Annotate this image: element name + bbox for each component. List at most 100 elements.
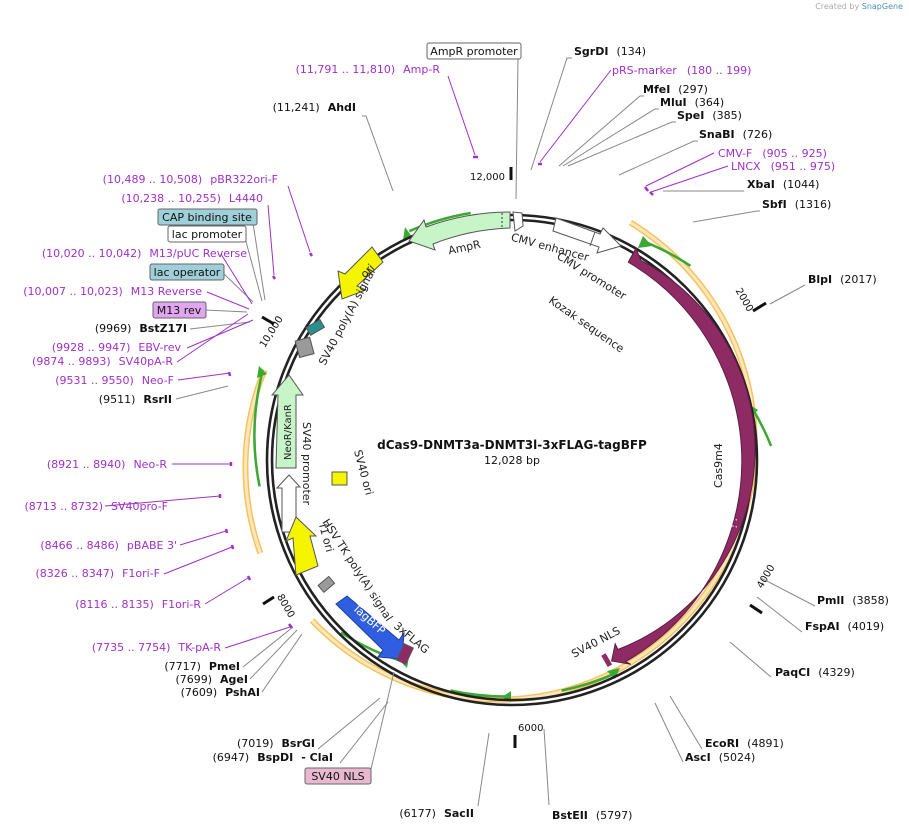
lac-operator-label: lac operator (154, 266, 221, 279)
leader-pmli (760, 577, 816, 607)
leader-bsrgi (317, 697, 381, 750)
tick-label: 6000 (518, 723, 543, 734)
neor-kanr-feature (270, 374, 304, 469)
leader-bstz17i (189, 321, 251, 330)
primer-amp-r: (11,791 .. 11,810)Amp-R (296, 63, 441, 76)
primer-sv40pa-r: (9874 .. 9893)SV40pA-R (32, 355, 173, 368)
leader-sv40pro-f (104, 495, 221, 507)
enzyme-fspai: FspAI(4019) (805, 620, 884, 633)
leader-f1ori-f (163, 546, 233, 575)
ampr-promoter-label: AmpR promoter (430, 45, 518, 58)
credit-brand: SnapGene (861, 2, 903, 11)
orf-arrow (253, 369, 265, 487)
primer-marker (649, 191, 654, 196)
leader-amp-r (447, 75, 476, 156)
primer-prs-marker: pRS-marker(180 .. 199) (612, 64, 751, 77)
tick-marks (261, 167, 767, 748)
tick-10000 (261, 315, 275, 326)
ampr-promoter-feature (512, 211, 524, 232)
feature-label-ampr: AmpR (447, 238, 482, 258)
sv40-polya-feature (294, 336, 315, 359)
enzyme-spei: SpeI(385) (677, 109, 742, 122)
primer-labels: (11,791 .. 11,810)Amp-R pRS-marker(180 .… (23, 63, 835, 654)
f1-ori-feature (285, 516, 319, 576)
leader-ebv-rev (186, 319, 254, 349)
primer-ebv-rev: (9928 .. 9947)EBV-rev (52, 341, 182, 354)
primer-marker (230, 544, 235, 550)
ampr-promoter-box (426, 42, 522, 60)
leader-sgrdi (530, 57, 572, 171)
primer-lncx: LNCX(951 .. 975) (731, 160, 835, 173)
primer-l4440: (10,238 .. 10,255)L4440 (121, 192, 263, 205)
leader-mlui (562, 108, 659, 167)
3xflag-feature (396, 643, 414, 665)
orf-band-neo-inner (243, 369, 266, 554)
leader-l4440 (267, 204, 275, 276)
leader-ecori (669, 695, 703, 750)
enzyme-pmli: PmlI(3858) (817, 594, 889, 607)
enzyme-mfei: MfeI(297) (643, 83, 708, 96)
primer-marker (246, 575, 252, 581)
enzyme-blpi: BlpI(2017) (808, 273, 877, 286)
enzyme-sbfi: SbfI(1316) (762, 198, 831, 211)
enzyme-leaders (175, 57, 816, 807)
leader-agei (249, 629, 298, 680)
leader-ampr-promoter (515, 57, 519, 200)
lac-operator-box (149, 263, 225, 281)
leader-sacii (477, 732, 490, 807)
primer-neo-f: (9531 .. 9550)Neo-F (55, 374, 174, 387)
hsv-tk-polya-feature (317, 575, 336, 594)
leader-m13-reverse (206, 291, 250, 310)
primer-marker (271, 275, 277, 280)
primer-f1ori-f: (8326 .. 8347)F1ori-F (36, 567, 161, 580)
enzyme-bsteii: BstEII(5797) (552, 809, 632, 822)
leader-mfei (558, 95, 644, 167)
leader-lac-promoter (243, 233, 263, 302)
primer-m13-puc-reverse: (10,020 .. 10,042)M13/pUC Reverse (42, 247, 247, 260)
backbone-outer (265, 213, 759, 707)
feature-label-kozak: Kozak sequence (546, 294, 626, 356)
cas9m4-split (719, 522, 738, 528)
leader-m13-puc (220, 253, 253, 305)
credit-prefix: Created by (815, 2, 860, 11)
m13-rev-box (152, 301, 207, 319)
m13-rev-label: M13 rev (157, 304, 202, 317)
enzyme-bstz17i: (9969)BstZ17I (95, 322, 187, 335)
lac-promoter-label: lac promoter (172, 228, 243, 241)
ampr-feature (408, 211, 511, 251)
orf-arrowhead (257, 366, 267, 378)
leader-prs-marker (539, 69, 612, 163)
orf-arrowhead (607, 668, 620, 679)
sv40-nls-marker (601, 653, 613, 668)
primer-markers (218, 155, 654, 629)
leader-snabi (618, 140, 698, 176)
leader-lncx (650, 165, 729, 193)
tick-label: 2000 (733, 286, 755, 314)
primer-f1ori-r: (8116 .. 8135)F1ori-R (75, 598, 201, 611)
leader-cmv-f (645, 152, 715, 187)
cap-binding-site-box (157, 208, 258, 226)
primer-sv40pro-f: (8713 .. 8732)SV40pro-F (24, 500, 168, 513)
leader-blpi (769, 284, 806, 305)
leader-fspai (756, 596, 803, 633)
leader-pmei (242, 626, 294, 668)
tick-8000 (262, 595, 275, 606)
primer-leaders (104, 69, 729, 649)
enzyme-snabi: SnaBI(726) (699, 128, 772, 141)
leader-bsteii (543, 728, 550, 806)
leader-asci (654, 702, 684, 763)
tick-labels: 12,000 2000 4000 6000 8000 10,000 (258, 172, 778, 734)
tick-2000 (752, 301, 767, 313)
enzyme-xbai: XbaI(1044) (747, 178, 819, 191)
leader-pbr322 (287, 185, 311, 253)
feature-label-neor: NeoR/KanR (283, 404, 294, 460)
lac-promoter-box (167, 225, 247, 243)
enzyme-labels: SgrDI(134) MfeI(297) MluI(364) SpeI(385)… (95, 45, 889, 822)
enzyme-asci: AscI(5024) (685, 751, 755, 764)
leader-sv40nls-box (370, 671, 395, 770)
feature-label-sv40-ori: SV40 ori (351, 448, 376, 496)
tick-label: 4000 (755, 563, 777, 591)
leader-cap (251, 216, 266, 301)
enzyme-paqci: PaqCI(4329) (775, 666, 855, 679)
leader-m13rev (204, 309, 248, 313)
